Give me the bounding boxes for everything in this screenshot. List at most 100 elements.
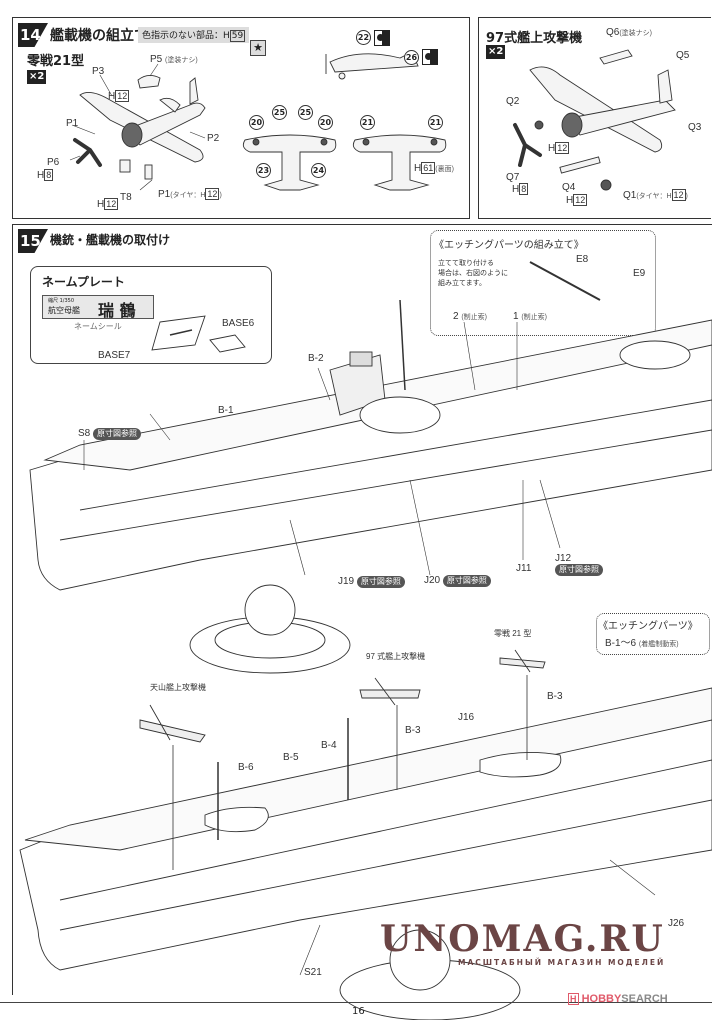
upper-elevator-1	[359, 396, 441, 434]
zero-canopy	[137, 75, 161, 89]
zero-h12a-letter: H	[108, 91, 116, 102]
h61-code: 61	[421, 162, 436, 174]
zero-qty: ×2	[27, 70, 47, 84]
nameplate-heading: ネームプレート	[42, 275, 125, 289]
base6-label: BASE6	[222, 318, 255, 329]
j20-ref: 原寸図参照	[442, 575, 491, 587]
etching-text-1: 立てて取り付ける	[438, 260, 494, 267]
etching-text-3: 組み立てます。	[438, 280, 486, 287]
zero-fuselage	[124, 102, 206, 146]
star-icon: ★	[250, 40, 266, 56]
zero-h8-code: 8	[44, 169, 54, 181]
callout-b5: B-5	[283, 752, 299, 763]
zero-cowl	[121, 122, 143, 148]
decal-26: 26	[404, 50, 419, 65]
page-number: 16	[352, 1006, 365, 1017]
type97-q3: Q3	[688, 122, 702, 133]
name-seal: 縮尺 1/350 航空母艦 瑞 鶴	[42, 295, 154, 320]
h61-letter: H	[414, 163, 422, 174]
upper-elevator-2	[619, 340, 691, 370]
seal-name: 瑞 鶴	[98, 301, 136, 320]
callout-b3a: B-3	[405, 725, 421, 736]
step15-frame	[12, 224, 712, 995]
callout-type97: 97 式艦上攻撃機	[366, 652, 426, 661]
callout-s8: S8 原寸図参照	[78, 428, 142, 440]
hobbysearch-logo: H HOBBYSEARCH	[568, 993, 668, 1005]
zero-propeller	[73, 138, 102, 167]
zero-h12b-letter: H	[97, 199, 105, 210]
callout-tenzan: 天山艦上攻撃機	[150, 683, 206, 692]
zero-h12b-code: 12	[104, 198, 119, 210]
step14-title: 艦載機の組立て	[50, 28, 148, 44]
zero-top-view	[242, 134, 337, 191]
e8-label: E8	[576, 254, 589, 265]
zero-p3: P3	[92, 66, 105, 77]
t97-h12b-code: 12	[573, 194, 588, 206]
decal-20b: 20	[318, 115, 333, 130]
zero-h8-letter: H	[37, 170, 45, 181]
j19-ref: 原寸図参照	[356, 576, 405, 588]
j19-label: J19	[338, 576, 355, 587]
zero-wheel-part	[144, 164, 153, 180]
hinomaru-icon	[422, 49, 438, 65]
type97-q6: Q6(塗装ナシ)	[606, 27, 652, 38]
decal-23: 23	[256, 163, 271, 178]
callout-s21: S21	[304, 967, 322, 978]
hobbysearch-text2: SEARCH	[621, 993, 668, 1005]
lower-stand-ball	[389, 929, 451, 991]
zero-t8: T8	[120, 192, 132, 203]
etching-assembly-heading: 《エッチングパーツの組み立て》	[434, 240, 584, 251]
zero-p1b-note: (タイヤ：H	[170, 192, 206, 199]
base7-label: BASE7	[98, 350, 131, 361]
watermark-sub: МАСШТАБНЫЙ МАГАЗИН МОДЕЛЕЙ	[458, 958, 666, 967]
decal-24: 24	[311, 163, 326, 178]
zero-tail	[159, 97, 181, 113]
callout-j20: J20 原寸図参照	[424, 575, 491, 587]
callout-b6: B-6	[238, 762, 254, 773]
wire2-note: (制止索)	[461, 314, 488, 321]
zero-p1: P1	[66, 118, 79, 129]
callout-b2: B-2	[308, 353, 324, 364]
q1-note: (タイヤ：H	[636, 193, 672, 200]
type97-q7: Q7	[506, 172, 520, 183]
color-note-code: 59	[229, 30, 246, 42]
zero-p1b-close: )	[219, 192, 222, 199]
type97-q2: Q2	[506, 96, 520, 107]
seal-caption: ネームシール	[74, 322, 122, 331]
q1-code: 12	[671, 189, 686, 201]
callout-j16: J16	[458, 712, 475, 723]
decal-21a: 21	[360, 115, 375, 130]
zero-name: 零戦21型	[27, 54, 85, 69]
wire1-label: 1 (制止索)	[513, 311, 547, 322]
wire1-note: (制止索)	[521, 314, 548, 321]
zero-p5: P5 (塗装ナシ)	[150, 54, 198, 65]
step14-frame	[12, 17, 470, 219]
type97-canopy	[599, 49, 633, 65]
zero-h12a-code: 12	[115, 90, 130, 102]
step15-title: 機銃・艦載機の取付け	[50, 233, 171, 247]
type97-plane-small	[359, 677, 421, 706]
base6-piece	[209, 334, 246, 353]
q1-label: Q1	[623, 190, 637, 201]
etching-parts-heading: 《エッチングパーツ》	[598, 621, 698, 632]
zero-bottom-view	[352, 134, 447, 191]
etching-range-note: (着艦制動索)	[638, 641, 679, 648]
etching-parts-note	[596, 613, 710, 655]
type97-torpedo	[559, 156, 601, 174]
type97-qty: ×2	[486, 45, 506, 59]
type97-propeller	[513, 123, 542, 167]
t97-h8-letter: H	[512, 184, 520, 195]
etching-text-2: 場合は、右図のように	[438, 270, 508, 277]
step14-type97-frame	[478, 17, 711, 219]
s8-label: S8	[78, 428, 91, 439]
